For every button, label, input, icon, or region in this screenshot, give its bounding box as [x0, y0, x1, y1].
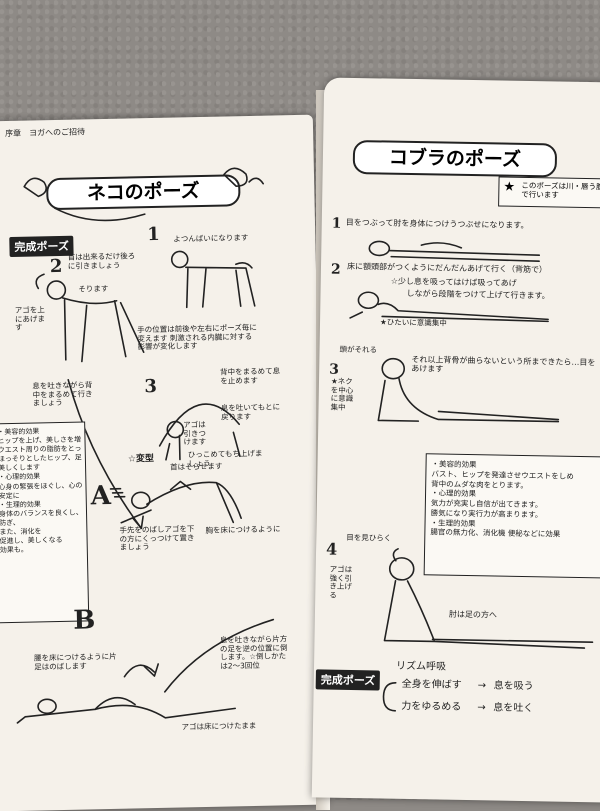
step1-number: 1	[146, 223, 160, 246]
title-cats-decoration	[23, 167, 264, 222]
star-icon: ★	[503, 179, 516, 195]
rhythm-step1-right: 息を吸う	[493, 680, 534, 693]
cobra-step1-number: 1	[331, 215, 342, 232]
step1-text: よつんばいになります	[173, 232, 249, 244]
cobra-step4-eyes-note: 目を見ひらく	[346, 532, 392, 543]
cobra-star-note-box: ★ このポーズは川・唇う腹で行います	[498, 176, 600, 209]
cobra-step3-figure	[377, 357, 560, 423]
left-page: 序章 ヨガへのご招待 ネコのポーズ 完成ポーズ 1 よつんばいになります 2 首…	[0, 114, 328, 811]
effect-line: 心身の緊張をほぐし、心の	[0, 481, 83, 491]
variant-label: ☆変型	[127, 454, 155, 465]
variant-b-figure	[16, 618, 275, 724]
rhythm-step1-left: 全身を伸ばす	[401, 678, 462, 691]
cobra-step1-text: 目をつぶって肘を身体につけうつぶせになります。	[345, 217, 529, 231]
cobra-step3-number: 3	[329, 361, 340, 378]
effect-line: 身体のバランスを良くし、老化を	[0, 508, 84, 519]
cobra-step3-focus-note: ★ネクを中心に意識集中	[330, 376, 354, 412]
variant-a-chest-note: 胸を床につけるように	[205, 524, 281, 535]
breath-note: 息を吐きながら背中をまるめて行きましょう	[32, 380, 93, 408]
complete-pose-tag: 完成ポーズ	[9, 235, 75, 257]
variant-a-hand-note: 手先をのばしアゴを下の方にくっつけて置きましょう	[119, 524, 195, 553]
cobra-pose-title: コブラのポーズ	[352, 139, 558, 178]
hand-position-note: 手の位置は前後や左右にポーズ毎に変えます 刺激される内臓に対する影響が変化します	[137, 322, 257, 352]
cobra-step4-number: 4	[325, 539, 338, 559]
rhythm-step2-right: 息を吐く	[493, 702, 534, 715]
rhythm-arrow-2: →	[477, 702, 486, 714]
rhythm-bracket	[382, 681, 397, 712]
rhythm-arrow-1: →	[477, 680, 487, 692]
right-page: コブラのポーズ ★ このポーズは川・唇う腹で行います 1 目をつぶって肘を身体に…	[311, 77, 600, 803]
cobra-step4-figure	[383, 547, 594, 649]
rhythm-step2-left: 力をゆるめる	[401, 700, 462, 713]
cat-effects-list: ・美容的効果ヒップを上げ、美しさを増しウエスト周りの脂肪をとってほっそりとしたヒ…	[0, 427, 84, 556]
cobra-step4-chin-note: アゴは強く引き上げる	[329, 564, 353, 600]
cobra-effects-list: ・美容的効果バスト、ヒップを発達させウエストをしめ背中のムダな肉をとります。・心…	[430, 459, 600, 540]
cobra-step1-figure	[368, 240, 541, 263]
cobra-star-note: このポーズは川・唇う腹で行います	[521, 180, 600, 200]
cobra-step2-figure	[349, 291, 549, 323]
step1-figure	[170, 250, 256, 309]
step2-figure	[35, 273, 145, 363]
effect-line: 腸官の無力化、消化機 便秘などに効果	[430, 527, 561, 539]
variant-a-figure	[120, 480, 242, 524]
chapter-header: 序章 ヨガへのご招待	[4, 127, 86, 139]
rhythm-title: リズム呼吸	[395, 660, 447, 673]
flow-arrow	[67, 378, 144, 530]
cobra-complete-pose-tag: 完成ポーズ	[315, 669, 381, 691]
cat-effects-box: ・美容的効果ヒップを上げ、美しさを増しウエスト周りの脂肪をとってほっそりとしたヒ…	[0, 421, 90, 624]
cobra-step2-number: 2	[330, 261, 341, 278]
variant-a-label: A	[90, 480, 112, 512]
step3-figure	[158, 403, 241, 461]
effect-line: 効果も。	[0, 545, 28, 555]
